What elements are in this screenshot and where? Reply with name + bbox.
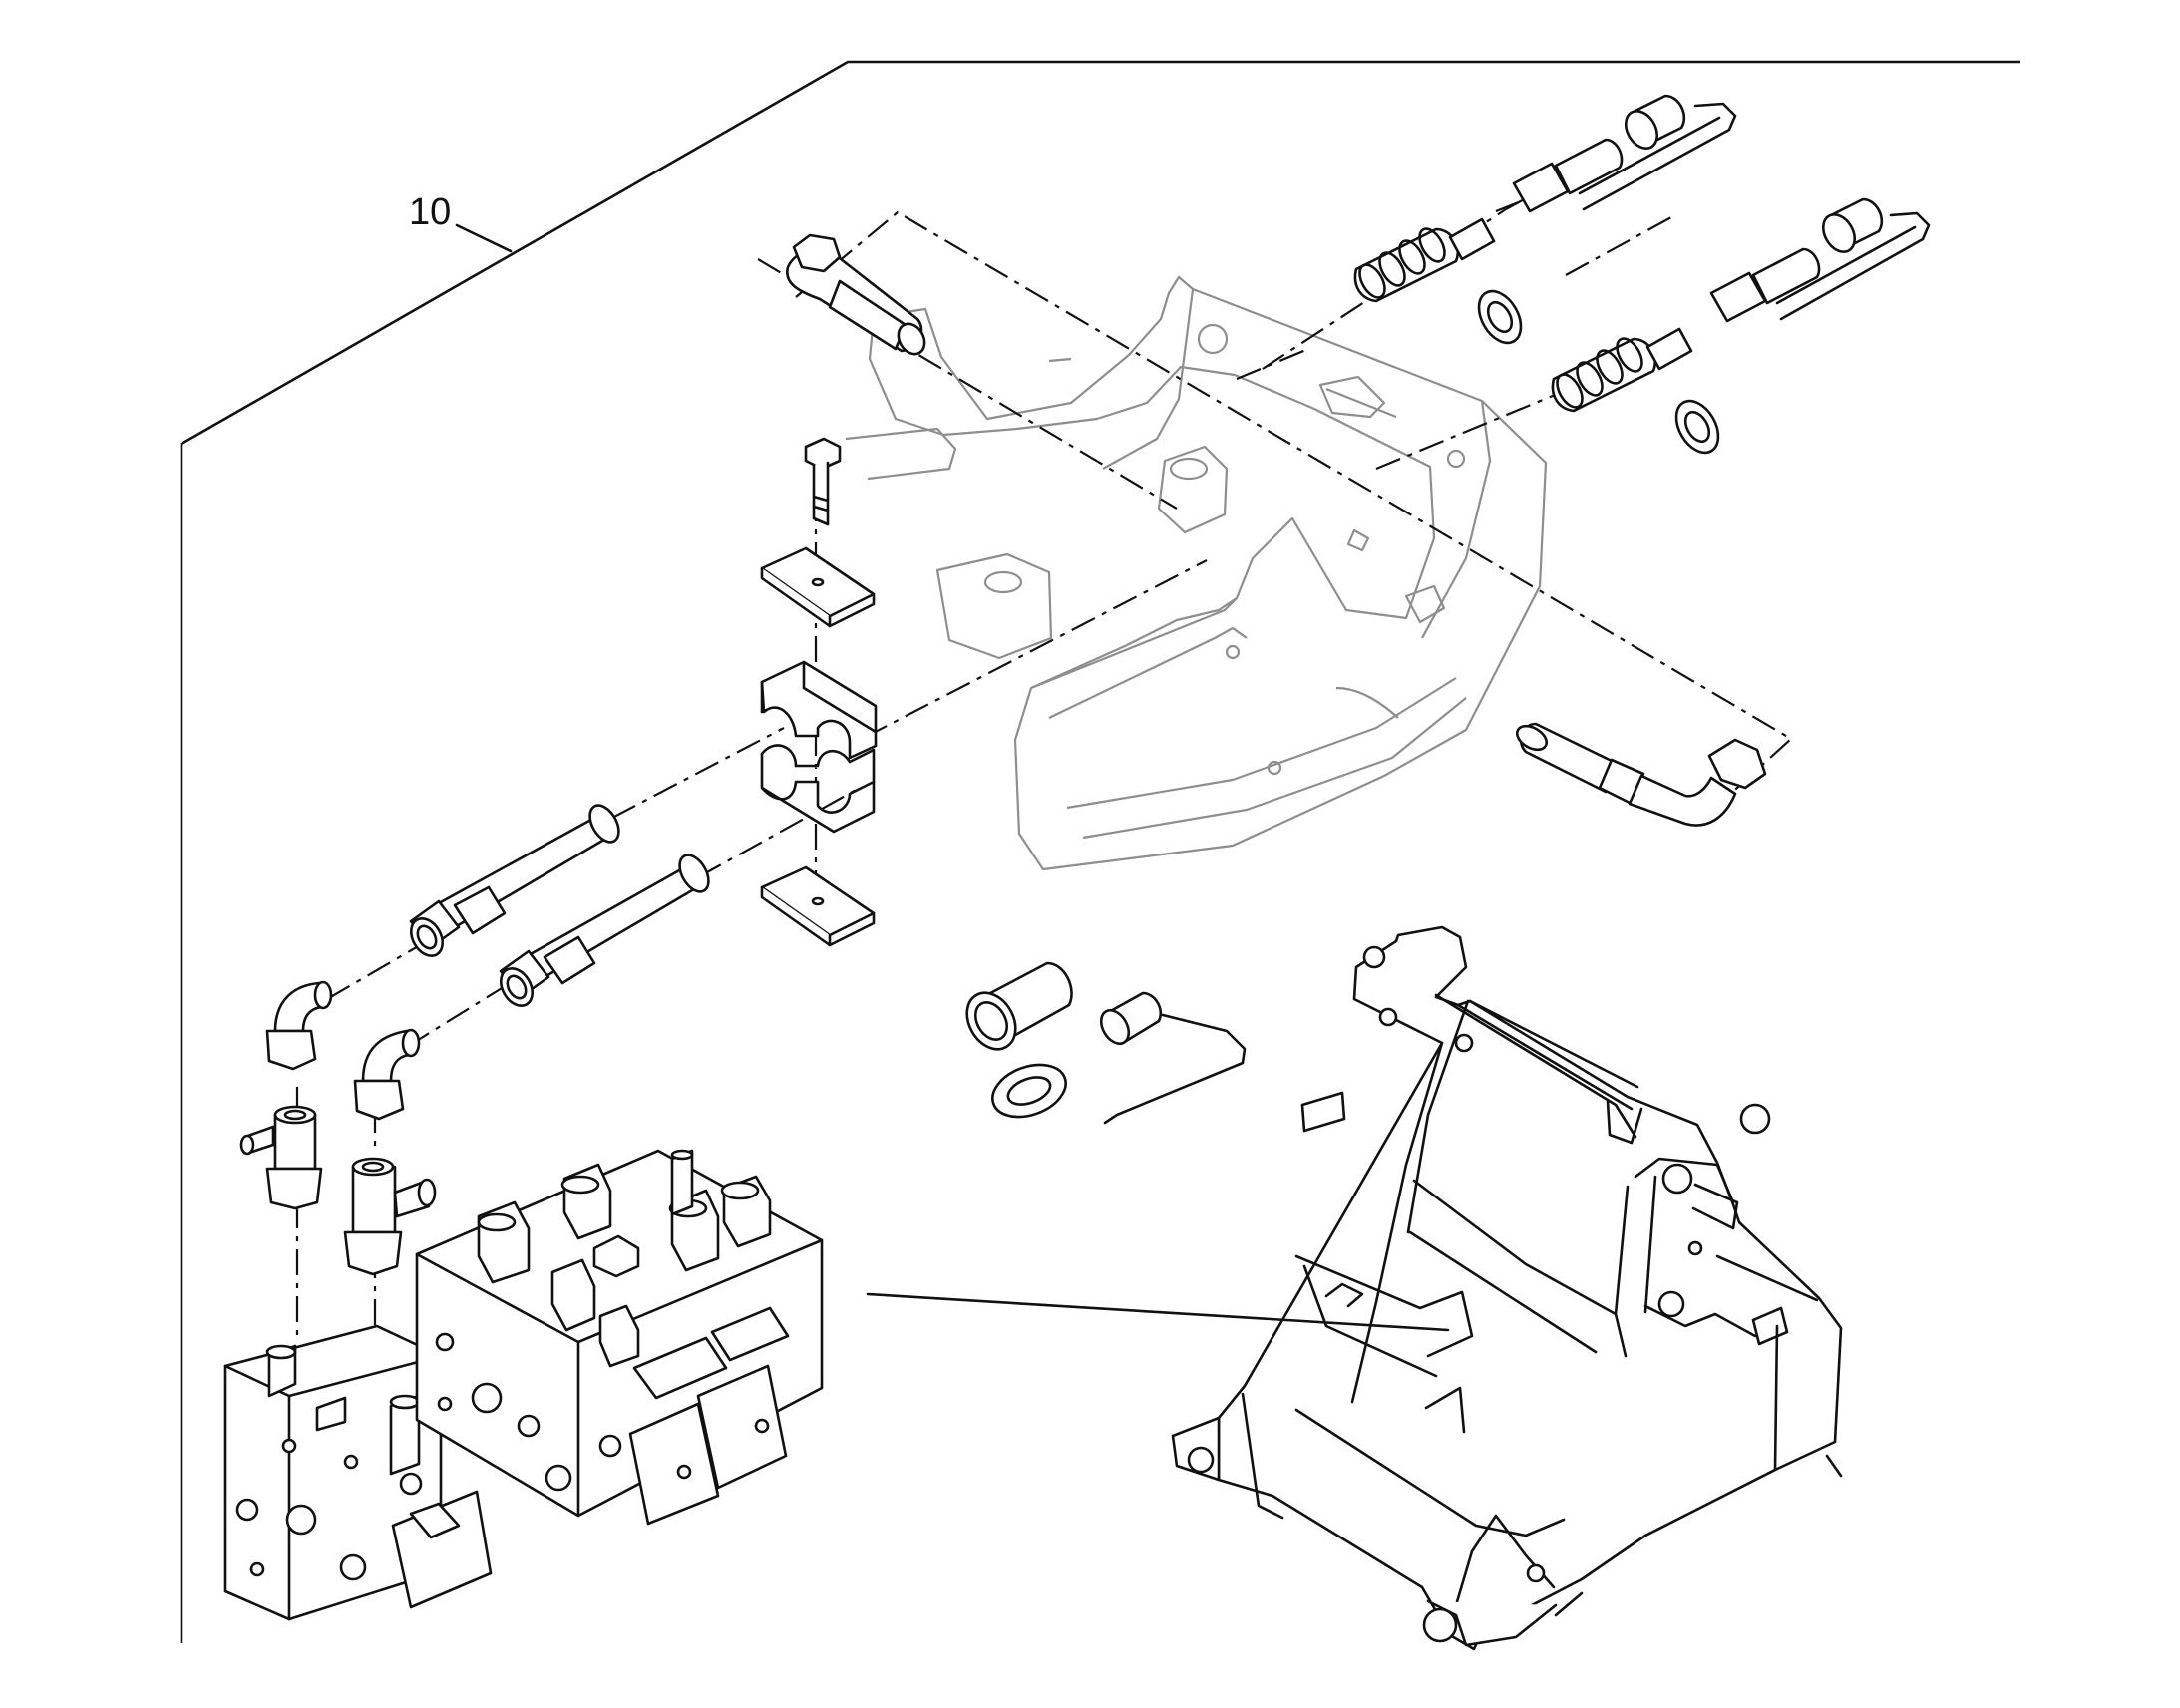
location-leader-line xyxy=(866,1292,1450,1332)
elbow-fitting-right xyxy=(353,1028,421,1121)
tee-fitting-left xyxy=(239,1105,323,1210)
callout-label-10: 10 xyxy=(409,191,451,233)
quick-coupler-with-dust-cap xyxy=(965,961,1247,1125)
control-valve-block-large xyxy=(415,1149,824,1526)
control-valve-block-small xyxy=(223,1324,493,1621)
loader-tower-frame xyxy=(1171,925,1843,1651)
hose-clamp-lower xyxy=(760,744,876,834)
assembly-frame-outline xyxy=(180,60,2020,1643)
callout-10[interactable]: 10 xyxy=(409,191,513,253)
hose-clamp-upper xyxy=(760,660,878,760)
hydraulic-hose-lower-right xyxy=(1515,722,1767,827)
hydraulic-hose-upper-left xyxy=(786,233,926,356)
bolt xyxy=(804,437,842,526)
hydraulic-hose-left-1 xyxy=(409,804,620,957)
quick-coupler-set-lower xyxy=(1551,197,1931,455)
cover-plate-top xyxy=(760,546,876,628)
loader-boom-frame xyxy=(845,275,1548,871)
quick-coupler-set-upper xyxy=(1353,94,1737,345)
hydraulic-hose-left-2 xyxy=(499,854,710,1007)
tee-fitting-right xyxy=(343,1157,437,1276)
callout-leader-10 xyxy=(455,223,513,253)
cover-plate-bottom xyxy=(760,865,876,947)
elbow-fitting-left xyxy=(265,980,333,1071)
